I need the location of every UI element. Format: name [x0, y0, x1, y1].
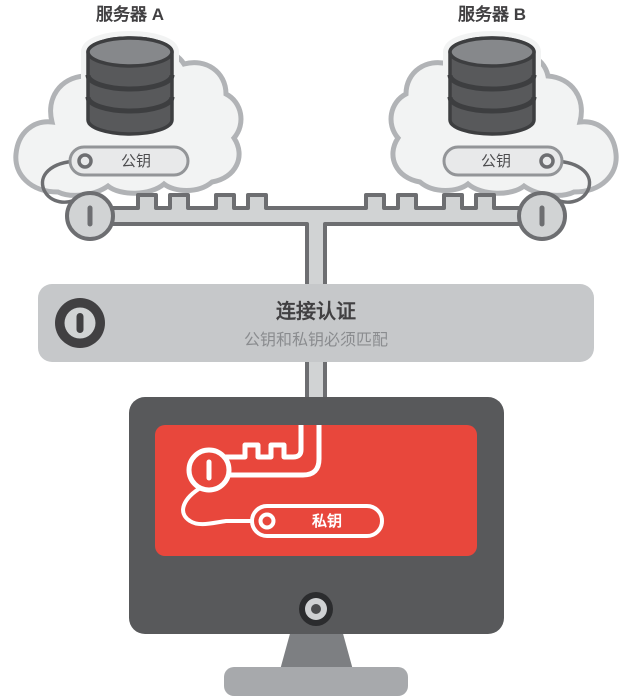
tag-ring-b [539, 153, 555, 169]
server-b-title: 服务器 B [458, 4, 526, 24]
public-key-label-b: 公钥 [481, 153, 511, 170]
cord-private-key [181, 485, 262, 527]
database-icon-b [450, 38, 534, 134]
auth-banner: 连接认证 公钥和私钥必须匹配 [38, 284, 594, 362]
monitor-base [224, 667, 408, 696]
private-key-group: 私钥 [181, 425, 384, 538]
key-head-b [517, 191, 567, 241]
private-key-tag: 私钥 [250, 504, 384, 538]
tag-ring-a [77, 153, 93, 169]
server-a-title: 服务器 A [96, 4, 164, 24]
database-icon-a [88, 38, 172, 134]
public-key-tag-b: 公钥 [442, 145, 564, 177]
private-key-label: 私钥 [311, 512, 342, 530]
key-head-a [65, 191, 115, 241]
cord-public-key-b [551, 159, 592, 204]
auth-banner-title: 连接认证 [276, 299, 356, 323]
key-head-icon [55, 298, 105, 348]
auth-banner-subtitle: 公钥和私钥必须匹配 [244, 331, 388, 349]
private-key-head [186, 447, 232, 493]
cord-public-key-a [40, 159, 81, 204]
public-key-label-a: 公钥 [121, 153, 151, 170]
private-tag-ring [258, 512, 276, 530]
public-key-tag-a: 公钥 [68, 145, 190, 177]
private-key-shaft [221, 425, 322, 478]
monitor-stand [280, 630, 353, 670]
monitor-button [299, 592, 333, 626]
